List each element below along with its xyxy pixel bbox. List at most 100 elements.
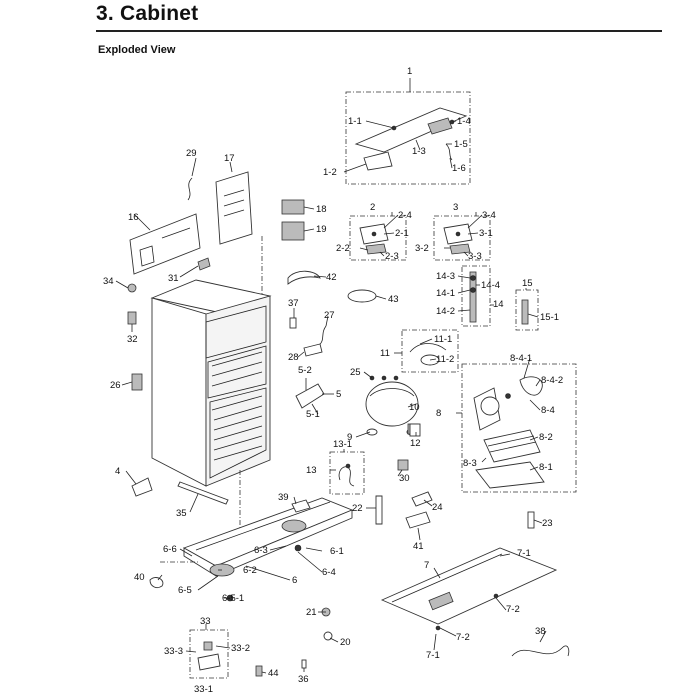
callout-29: 29 — [186, 148, 197, 159]
callout-1-3: 1-3 — [412, 146, 426, 157]
callout-26: 26 — [110, 380, 121, 391]
callout-11: 11 — [380, 348, 390, 359]
callout-3: 3 — [453, 202, 458, 213]
callout-1: 1 — [407, 66, 412, 77]
callout-5-1: 5-1 — [306, 409, 320, 420]
callout-6-6: 6-6 — [163, 544, 177, 555]
callout-41: 41 — [413, 541, 424, 552]
group-1-top-frame — [345, 78, 471, 185]
callout-8-1: 8-1 — [539, 462, 553, 473]
title-rule — [96, 30, 662, 32]
callout-6-4: 6-4 — [322, 567, 336, 578]
callout-14-4: 14-4 — [481, 280, 500, 291]
group-2-hinge — [349, 215, 407, 261]
callout-2-3: 2-3 — [385, 251, 399, 262]
callout-39: 39 — [278, 492, 289, 503]
callout-7: 7 — [424, 560, 429, 571]
callout-3-2: 3-2 — [415, 243, 429, 254]
callout-20: 20 — [340, 637, 351, 648]
callout-1-2: 1-2 — [323, 167, 337, 178]
callout-2: 2 — [370, 202, 375, 213]
callout-6: 6 — [292, 575, 297, 586]
group-14-rail — [461, 265, 491, 327]
callout-labels: 1 1-1 1-2 1-3 1-4 1-5 1-6 2 2-1 2-2 2-3 … — [103, 66, 563, 695]
callout-7-1-right: 7-1 — [517, 548, 531, 559]
callout-5-2: 5-2 — [298, 365, 312, 376]
callout-23: 23 — [542, 518, 553, 529]
callout-2-2: 2-2 — [336, 243, 350, 254]
callout-7-2-right: 7-2 — [506, 604, 520, 615]
callout-16: 16 — [128, 212, 139, 223]
callout-6-3: 6-3 — [254, 545, 268, 556]
callout-19: 19 — [316, 224, 327, 235]
callout-17: 17 — [224, 153, 235, 164]
callout-3-3: 3-3 — [468, 251, 482, 262]
callout-27: 27 — [324, 310, 335, 321]
group-13-bracket — [329, 451, 365, 495]
base-plate — [160, 497, 354, 602]
callout-33-3: 33-3 — [164, 646, 183, 657]
callout-22: 22 — [352, 503, 363, 514]
callout-11-2: 11-2 — [436, 354, 454, 365]
callout-6-5: 6-5 — [178, 585, 192, 596]
callout-38: 38 — [535, 626, 546, 637]
callout-33-1: 33-1 — [194, 684, 213, 695]
leader-lines — [115, 120, 547, 674]
group-8-fan-assembly — [461, 363, 577, 493]
callout-3-1: 3-1 — [479, 228, 493, 239]
callout-43: 43 — [388, 294, 399, 305]
callout-25: 25 — [350, 367, 361, 378]
callout-14-2: 14-2 — [436, 306, 455, 317]
callout-13: 13 — [306, 465, 317, 476]
callout-11-1: 11-1 — [434, 334, 452, 345]
small-parts — [127, 171, 570, 679]
callout-6-2: 6-2 — [243, 565, 257, 576]
callout-30: 30 — [399, 473, 410, 484]
callout-44: 44 — [268, 668, 279, 679]
callout-8: 8 — [436, 408, 441, 419]
callout-14-1: 14-1 — [436, 288, 455, 299]
callout-31: 31 — [168, 273, 179, 284]
callout-14-3: 14-3 — [436, 271, 455, 282]
callout-1-1: 1-1 — [348, 116, 362, 127]
callout-9: 9 — [347, 432, 352, 443]
callout-36: 36 — [298, 674, 309, 685]
section-title: 3. Cabinet — [96, 2, 199, 25]
callout-15: 15 — [522, 278, 533, 289]
callout-2-4: 2-4 — [398, 210, 412, 221]
callout-24: 24 — [432, 502, 443, 513]
callout-34: 34 — [103, 276, 114, 287]
callout-8-4: 8-4 — [541, 405, 555, 416]
callout-8-3: 8-3 — [463, 458, 477, 469]
subtitle: Exploded View — [98, 44, 176, 56]
callout-6-1: 6-1 — [330, 546, 344, 557]
callout-33-2: 33-2 — [231, 643, 250, 654]
callout-4: 4 — [115, 466, 120, 477]
callout-1-5: 1-5 — [454, 139, 468, 150]
callout-35: 35 — [176, 508, 187, 519]
callout-33: 33 — [200, 616, 211, 627]
callout-37: 37 — [288, 298, 299, 309]
callout-7-2-left: 7-2 — [456, 632, 470, 643]
callout-15-1: 15-1 — [540, 312, 559, 323]
callout-18: 18 — [316, 204, 327, 215]
group-15-sensor — [515, 289, 539, 331]
callout-10: 10 — [409, 402, 420, 413]
callout-21: 21 — [306, 607, 317, 618]
callout-1-6: 1-6 — [452, 163, 466, 174]
callout-8-2: 8-2 — [539, 432, 553, 443]
group-3-hinge — [433, 215, 491, 261]
callout-5: 5 — [336, 389, 341, 400]
callout-8-4-2: 8-4-2 — [541, 375, 563, 386]
callout-1-4: 1-4 — [457, 116, 471, 127]
callout-14: 14 — [493, 299, 504, 310]
callout-7-1-left: 7-1 — [426, 650, 440, 661]
bottom-cover-plate — [380, 547, 558, 631]
callout-2-1: 2-1 — [395, 228, 409, 239]
callout-6-5-1: 6-5-1 — [222, 593, 244, 604]
cabinet-body — [150, 236, 272, 560]
callout-12: 12 — [410, 438, 421, 449]
callout-42: 42 — [326, 272, 337, 283]
